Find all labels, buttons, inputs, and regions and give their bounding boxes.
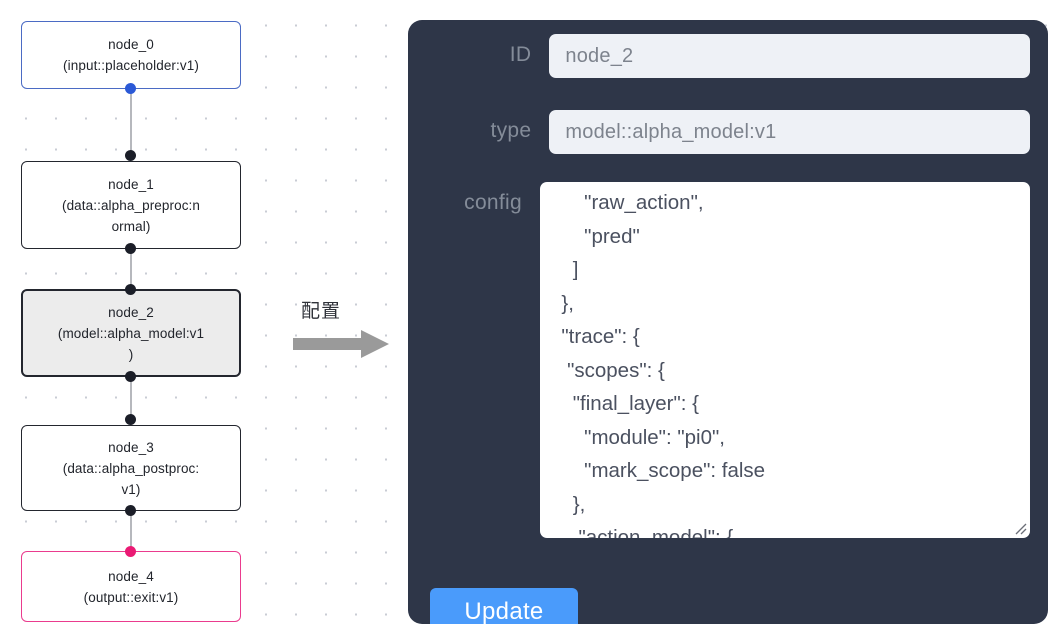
transition-label: 配置 bbox=[301, 300, 342, 322]
port-node3-source[interactable] bbox=[125, 505, 136, 516]
port-node1-source[interactable] bbox=[125, 243, 136, 254]
type-label: type bbox=[490, 119, 532, 142]
graph-node-node_3[interactable]: node_3 (data::alpha_postproc: v1) bbox=[21, 425, 241, 511]
port-node2-target[interactable] bbox=[125, 284, 136, 295]
field-row-config: config "raw_action", "pred" ] }, "trace"… bbox=[408, 182, 1030, 538]
port-node0-source[interactable] bbox=[125, 83, 136, 94]
config-textarea-wrapper: "raw_action", "pred" ] }, "trace": { "sc… bbox=[540, 182, 1030, 538]
id-label: ID bbox=[509, 43, 532, 66]
graph-node-node_0[interactable]: node_0 (input::placeholder:v1) bbox=[21, 21, 241, 89]
node-config-panel: ID type config "raw_action", "pred" ] },… bbox=[408, 20, 1048, 624]
field-row-id: ID bbox=[408, 34, 1030, 78]
edge-node0-node1 bbox=[130, 88, 132, 160]
graph-node-node_4[interactable]: node_4 (output::exit:v1) bbox=[21, 551, 241, 622]
port-node4-target[interactable] bbox=[125, 546, 136, 557]
config-label: config bbox=[464, 191, 522, 214]
edge-node2-node3 bbox=[130, 374, 132, 446]
arrow-right-icon bbox=[293, 330, 389, 358]
port-node2-source[interactable] bbox=[125, 371, 136, 382]
update-button[interactable]: Update bbox=[430, 588, 578, 624]
transition-arrow-group: 配置 bbox=[293, 296, 398, 366]
graph-node-node_1[interactable]: node_1 (data::alpha_preproc:n ormal) bbox=[21, 161, 241, 249]
field-row-type: type bbox=[408, 110, 1030, 154]
canvas-bottom-strip bbox=[0, 634, 1062, 643]
id-input[interactable] bbox=[549, 34, 1030, 78]
port-node1-target[interactable] bbox=[125, 150, 136, 161]
graph-node-node_2[interactable]: node_2 (model::alpha_model:v1 ) bbox=[21, 289, 241, 377]
type-input[interactable] bbox=[549, 110, 1030, 154]
port-node3-target[interactable] bbox=[125, 414, 136, 425]
config-textarea[interactable]: "raw_action", "pred" ] }, "trace": { "sc… bbox=[540, 182, 1030, 538]
